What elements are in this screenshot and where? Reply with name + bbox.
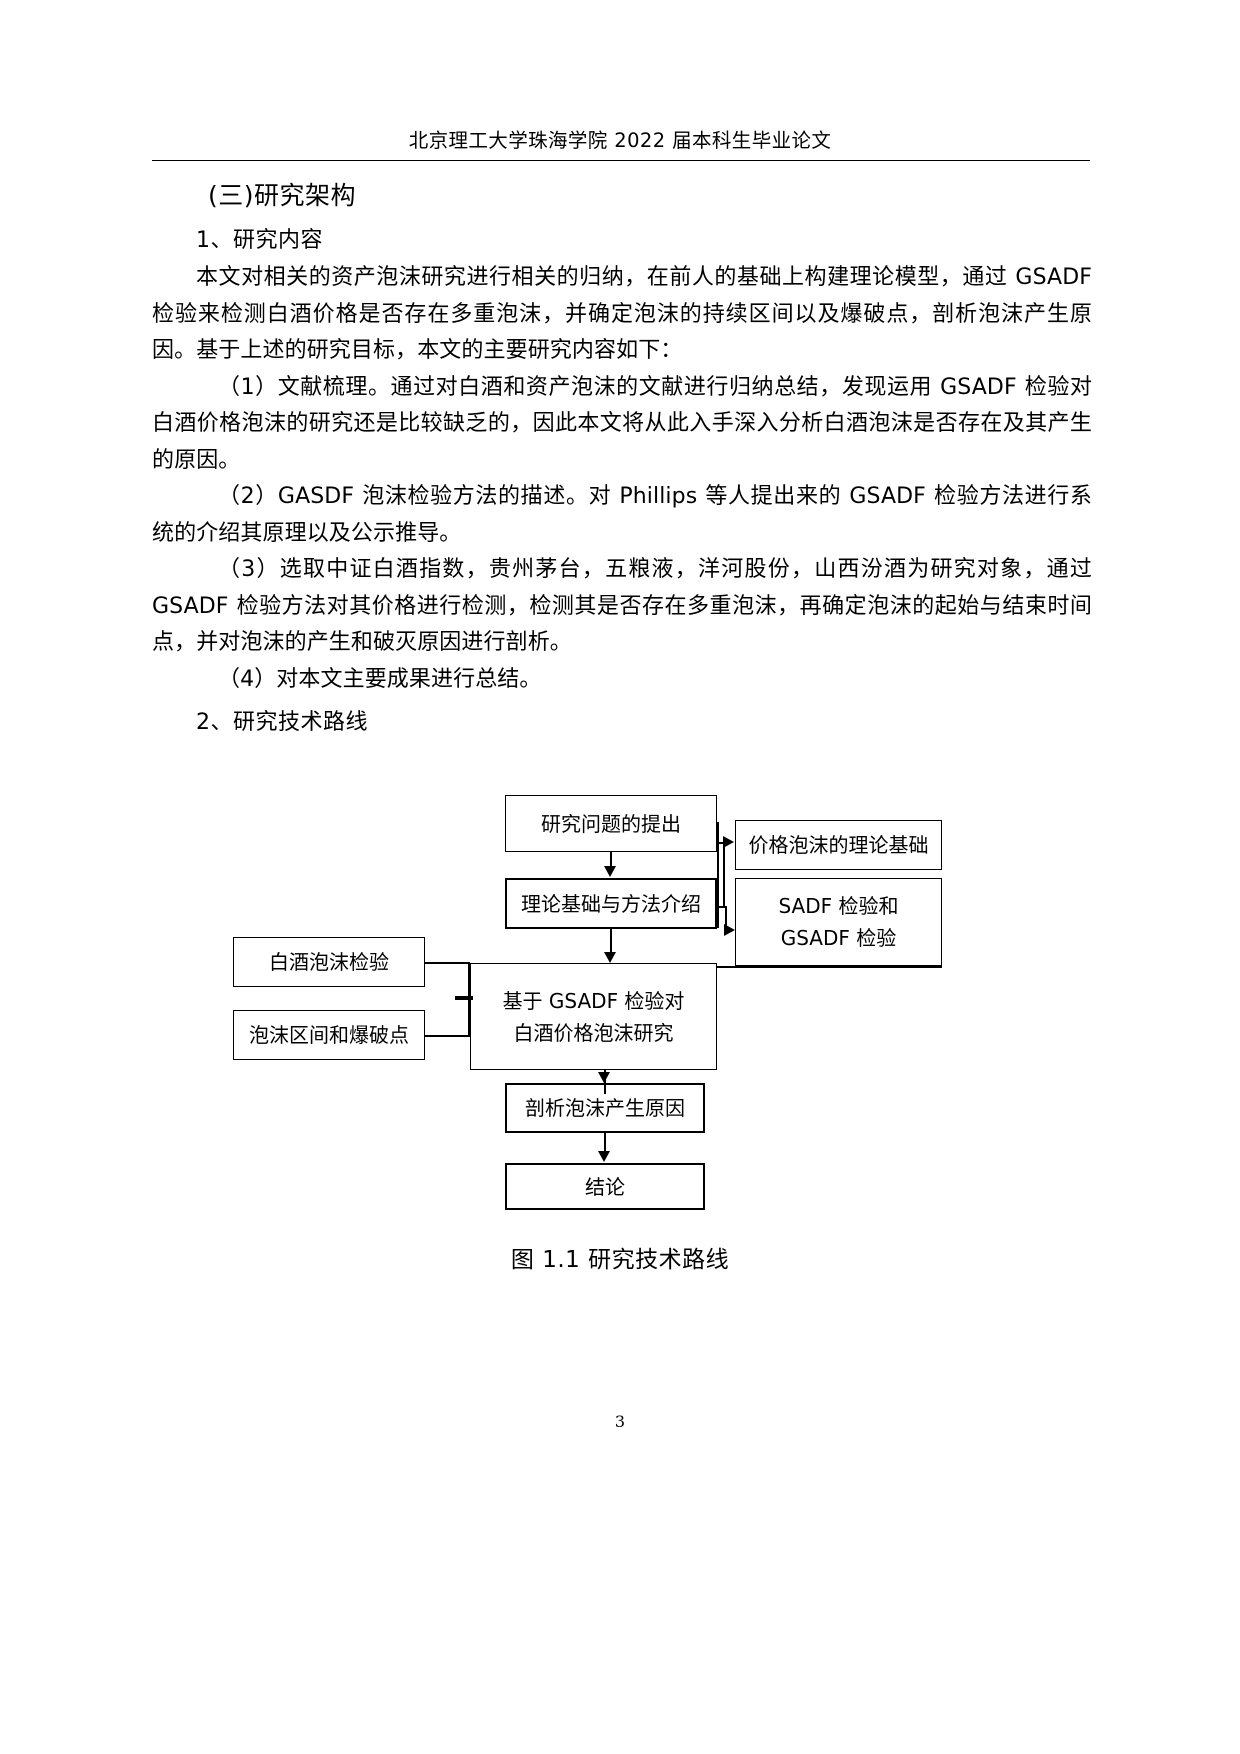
page-number: 3: [614, 1412, 626, 1431]
flow-connector-method-to-study: [610, 929, 612, 953]
flow-arrowhead-causes-to-conclusion: [598, 1151, 610, 1162]
paragraph-intro: 本文对相关的资产泡沫研究进行相关的归纳，在前人的基础上构建理论模型，通过 GSA…: [152, 265, 1092, 363]
flow-arrowhead-to-sadf: [724, 924, 735, 936]
flow-node-sadf-gsadf-test: SADF 检验和 GSADF 检验: [735, 878, 942, 966]
flow-node-price-bubble-theory: 价格泡沫的理论基础: [735, 820, 942, 870]
flow-connector-left-merge-stub: [455, 996, 473, 1000]
paragraph-item-4: （4）对本文主要成果进行总结。: [218, 666, 542, 692]
running-header: 北京理工大学珠海学院 2022 届本科生毕业论文: [408, 129, 832, 152]
flow-connector-to-price-theory: [717, 842, 725, 844]
flow-node-gsadf-baijiu-study: 基于 GSADF 检验对 白酒价格泡沫研究: [470, 963, 717, 1070]
flowchart-technical-route: 研究问题的提出 价格泡沫的理论基础 理论基础与方法介绍 SADF 检验和 GSA…: [0, 780, 1240, 1250]
flow-node-bubble-interval-burst: 泡沫区间和爆破点: [233, 1010, 425, 1060]
flow-arrowhead-study-to-causes: [598, 1072, 610, 1083]
flow-node-baijiu-bubble-test: 白酒泡沫检验: [233, 937, 425, 987]
flow-connector-right-riser: [723, 842, 725, 907]
page-body: (三)研究架构 1、研究内容 本文对相关的资产泡沫研究进行相关的归纳，在前人的基…: [152, 176, 1092, 742]
subsection-heading-research-content: 1、研究内容: [196, 228, 323, 253]
flow-node-theory-and-method: 理论基础与方法介绍: [505, 878, 717, 929]
flow-connector-q-to-theory: [610, 852, 612, 867]
subsection-heading-technical-route: 2、研究技术路线: [196, 710, 368, 735]
section-heading: (三)研究架构: [208, 181, 357, 210]
flow-connector-method-drop: [725, 906, 727, 931]
flow-node-research-question: 研究问题的提出: [505, 795, 717, 852]
flow-connector-sadf-bottom: [717, 966, 942, 968]
figure-caption: 图 1.1 研究技术路线: [510, 1247, 730, 1273]
flow-node-conclusion: 结论: [505, 1163, 705, 1210]
flow-arrowhead-to-price-theory: [723, 836, 734, 848]
flow-connector-right-trunk: [717, 822, 719, 928]
paragraph-item-1: （1）文献梳理。通过对白酒和资产泡沫的文献进行归纳总结，发现运用 GSADF 检…: [152, 374, 1092, 473]
flow-connector-method-right: [717, 906, 727, 908]
flow-connector-baijiu-out: [425, 962, 470, 964]
header-divider: [152, 160, 1090, 161]
flow-arrowhead-q-to-theory: [604, 866, 616, 877]
flow-connector-interval-out: [425, 1035, 470, 1037]
flow-connector-causes-to-conclusion: [604, 1133, 606, 1153]
paragraph-item-2: （2）GASDF 泡沫检验方法的描述。对 Phillips 等人提出来的 GSA…: [152, 484, 1092, 546]
flow-arrowhead-method-to-study: [604, 952, 616, 963]
paragraph-item-3: （3）选取中证白酒指数，贵州茅台，五粮液，洋河股份，山西汾酒为研究对象，通过 G…: [152, 557, 1092, 655]
